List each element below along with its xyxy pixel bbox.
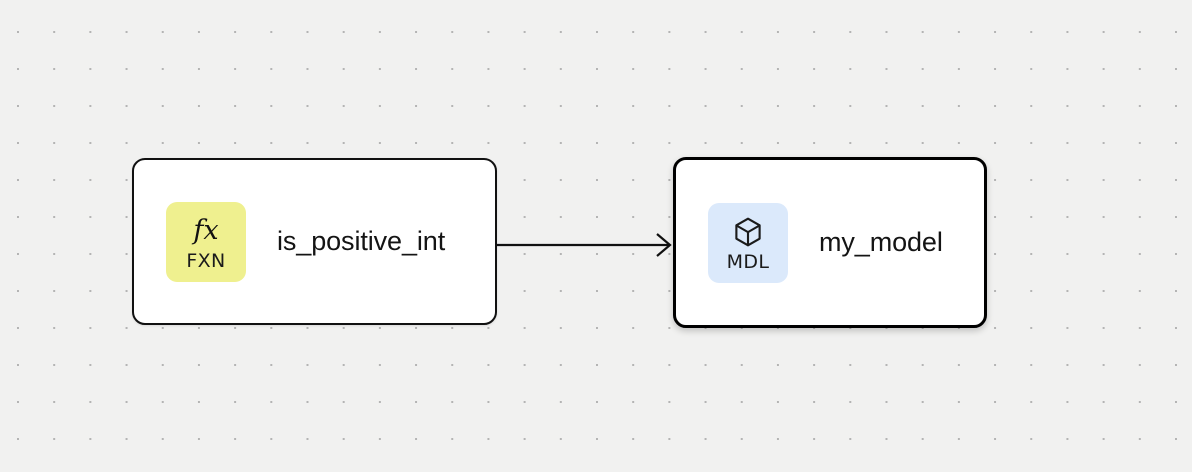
cube-icon <box>731 214 765 250</box>
function-glyph-icon: fx <box>193 215 219 246</box>
node-mdl[interactable]: MDL my_model <box>673 157 987 328</box>
mdl-badge: MDL <box>708 202 788 283</box>
node-fxn-title: is_positive_int <box>277 226 446 256</box>
fxn-badge: fx FXN <box>166 201 246 282</box>
edge-fxn-to-mdl[interactable] <box>497 233 672 257</box>
node-mdl-title: my_model <box>819 227 943 257</box>
edge-arrowhead-icon <box>656 233 672 257</box>
mdl-badge-label: MDL <box>726 250 770 273</box>
node-fxn[interactable]: fx FXN is_positive_int <box>132 158 497 325</box>
fxn-badge-label: FXN <box>186 249 226 272</box>
